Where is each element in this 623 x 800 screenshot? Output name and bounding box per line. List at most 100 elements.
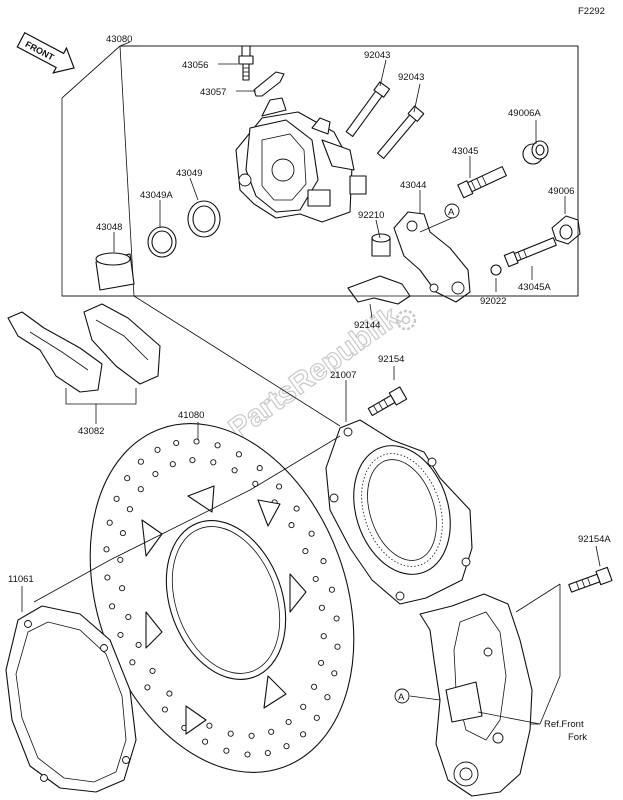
ref-marker-lower: A	[394, 688, 410, 704]
ring	[490, 264, 502, 276]
disc-hole	[119, 530, 126, 537]
brake-pads	[7, 303, 161, 393]
disc-hole	[113, 495, 120, 502]
disc-hole	[152, 470, 159, 478]
label-sensor-rotor: 21007	[330, 370, 356, 381]
ref-marker-upper-label: A	[448, 207, 455, 218]
label-gasket: 11061	[8, 574, 34, 585]
disc-hole	[235, 451, 242, 458]
disc-hole	[328, 586, 335, 593]
disc-hole	[117, 556, 124, 563]
disc-hole	[193, 438, 200, 445]
label-holder: 43044	[400, 180, 426, 191]
front-arrow-icon: FRONT	[16, 31, 75, 74]
gasket	[5, 605, 137, 793]
disc-hole	[124, 475, 131, 482]
disc-hole	[173, 439, 180, 447]
disc-hole	[161, 706, 168, 713]
disc-hole	[313, 714, 320, 721]
disc-hole	[264, 749, 271, 757]
label-boot: 49006	[548, 186, 574, 197]
caliper-body	[235, 97, 367, 223]
caliper-pin-lower	[376, 105, 425, 159]
disc-hole	[324, 694, 331, 701]
label-pin-lower: 92043	[398, 72, 424, 83]
disc-hole	[210, 459, 217, 466]
disc-hole	[318, 604, 325, 611]
seal-outer	[187, 200, 221, 238]
disc-hole	[300, 731, 307, 738]
disc-hole	[331, 670, 338, 677]
disc-hole	[334, 643, 341, 650]
label-disc: 41080	[178, 410, 204, 421]
label-pads: 43082	[78, 426, 104, 437]
label-ring: 92022	[480, 296, 506, 307]
bleeder-valve	[238, 45, 254, 81]
disc-hole	[311, 683, 318, 690]
label-caliper-assembly: 43080	[106, 34, 132, 45]
label-spring: 92144	[354, 320, 380, 331]
disc-hole	[302, 548, 309, 555]
disc-hole	[312, 575, 319, 583]
disc-hole	[129, 659, 136, 666]
disc-hole	[202, 738, 209, 745]
disc-hole	[227, 730, 234, 737]
piston	[95, 252, 135, 291]
disc-hole	[169, 461, 176, 468]
disc-hole	[109, 603, 116, 610]
disc-hole	[135, 641, 142, 648]
disc-hole	[268, 728, 275, 735]
disc-hole	[144, 684, 151, 691]
disc-hole	[283, 743, 290, 750]
disc-hole	[189, 457, 196, 464]
dust-boot	[522, 140, 549, 165]
disc-hole	[288, 522, 295, 529]
disc-hole	[106, 519, 113, 526]
caliper-holder	[393, 211, 471, 303]
disc-hole	[104, 574, 111, 581]
label-slide-pin: 43045	[452, 146, 478, 157]
disc-hole	[103, 546, 110, 553]
leader-lines	[21, 45, 601, 725]
bushing	[371, 233, 391, 257]
label-piston: 43048	[96, 222, 122, 233]
disc-hole	[149, 667, 156, 674]
ref-marker-lower-label: A	[398, 692, 405, 703]
disc-hole	[119, 585, 126, 592]
gear-watermark-icon	[395, 309, 417, 331]
disc-hole	[276, 483, 283, 490]
front-fork-lower	[419, 593, 533, 797]
disc-hole	[214, 442, 221, 449]
disc-hole	[248, 732, 255, 739]
disc-hole	[285, 718, 292, 726]
disc-hole	[126, 506, 133, 513]
label-ref-front-fork-2: Fork	[568, 732, 587, 743]
disc-hole	[256, 465, 263, 472]
boot	[551, 215, 581, 245]
label-slide-pin-b: 43045A	[518, 282, 551, 293]
pad-spring	[347, 275, 411, 305]
disc-hole	[154, 446, 161, 453]
disc-hole	[300, 703, 307, 710]
figure-code: F2292	[578, 6, 605, 17]
slide-pin-b	[503, 237, 557, 268]
disc-hole	[320, 633, 327, 640]
part-labels: 43080 43056 43057 92043 92043 49006A 430…	[8, 34, 611, 743]
label-dust-boot: 49006A	[508, 108, 541, 119]
label-ref-front-fork-1: Ref.Front	[544, 719, 584, 730]
disc-hole	[293, 505, 300, 512]
sensor-rotor	[325, 419, 473, 605]
disc-hole	[308, 530, 315, 537]
disc-hole	[244, 751, 251, 758]
disc-hole	[223, 747, 230, 754]
disc-hole	[206, 722, 213, 729]
bolt-lower	[568, 566, 613, 593]
label-seal-inner: 43049A	[140, 190, 173, 201]
label-pin-upper: 92043	[364, 50, 390, 61]
label-bushing: 92210	[358, 210, 384, 221]
label-bleeder-valve: 43056	[182, 60, 208, 71]
label-bleeder-cap: 43057	[200, 87, 226, 98]
disc-hole	[137, 486, 144, 493]
label-seal-outer: 43049	[176, 168, 202, 179]
disc-hole	[125, 613, 132, 621]
